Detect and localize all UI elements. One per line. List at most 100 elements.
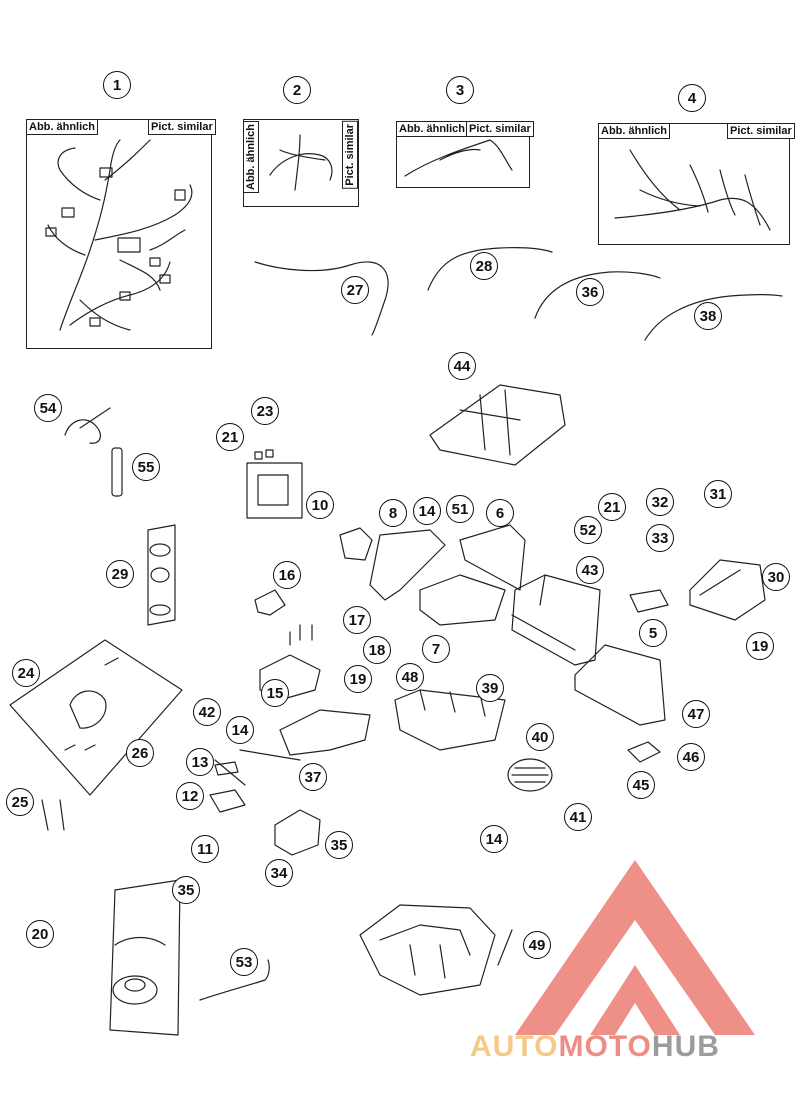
watermark-auto: AUTO xyxy=(470,1030,559,1063)
ecu-30-drawing xyxy=(689,559,766,621)
callout-21a: 21 xyxy=(216,423,244,451)
part-13-drawing xyxy=(214,761,239,776)
frame-4 xyxy=(598,123,790,245)
throttle-body-drawing xyxy=(359,904,496,996)
callout-30: 30 xyxy=(762,563,790,591)
callout-17: 17 xyxy=(343,606,371,634)
ignition-lock-drawing xyxy=(64,657,119,751)
callout-32: 32 xyxy=(646,488,674,516)
callout-39: 39 xyxy=(476,674,504,702)
callout-48: 48 xyxy=(396,663,424,691)
frame-1-label-de: Abb. ähnlich xyxy=(26,119,98,135)
callout-3: 3 xyxy=(446,76,474,104)
part-39-drawing xyxy=(394,689,506,751)
callout-25: 25 xyxy=(6,788,34,816)
callout-14a: 14 xyxy=(413,497,441,525)
part-45-drawing xyxy=(627,741,661,763)
strap-55-drawing xyxy=(111,447,123,497)
watermark-hub: HUB xyxy=(651,1030,720,1063)
cable-38-drawing xyxy=(644,293,783,341)
callout-7: 7 xyxy=(422,635,450,663)
callout-14c: 14 xyxy=(480,825,508,853)
main-wiring-harness-drawing xyxy=(45,139,193,331)
callout-18: 18 xyxy=(363,636,391,664)
bracket-44-drawing xyxy=(429,384,566,466)
callout-42: 42 xyxy=(193,698,221,726)
bracket-37-drawing xyxy=(279,709,371,756)
frame-24 xyxy=(9,639,183,796)
callout-12: 12 xyxy=(176,782,204,810)
frame-3-label-en: Pict. similar xyxy=(466,121,534,137)
part-52-drawing xyxy=(629,589,669,613)
callout-49: 49 xyxy=(523,931,551,959)
callout-35a: 35 xyxy=(325,831,353,859)
callout-47: 47 xyxy=(682,700,710,728)
bracket-8-drawing xyxy=(369,529,446,601)
frame-4-label-en: Pict. similar xyxy=(727,123,795,139)
callout-37: 37 xyxy=(299,763,327,791)
harness-4-drawing xyxy=(614,149,771,231)
callout-44: 44 xyxy=(448,352,476,380)
callout-28: 28 xyxy=(470,252,498,280)
frame-20 xyxy=(109,879,181,1036)
callout-33: 33 xyxy=(646,524,674,552)
cable-27-drawing xyxy=(254,261,389,336)
relay-10-part xyxy=(339,527,373,561)
cable-tie-54-drawing xyxy=(64,407,111,444)
callout-29: 29 xyxy=(106,560,134,588)
callout-52: 52 xyxy=(574,516,602,544)
frame-4-label-de: Abb. ähnlich xyxy=(598,123,670,139)
callout-19b: 19 xyxy=(746,632,774,660)
automotohub-logo-icon xyxy=(515,860,755,1035)
callout-21b: 21 xyxy=(598,493,626,521)
callout-24: 24 xyxy=(12,659,40,687)
callout-2: 2 xyxy=(283,76,311,104)
relay-10-box xyxy=(246,462,303,519)
frame-1-label-en: Pict. similar xyxy=(148,119,216,135)
callout-10: 10 xyxy=(306,491,334,519)
cable-28-drawing xyxy=(427,247,553,291)
harness-3-drawing xyxy=(404,139,513,177)
callout-41: 41 xyxy=(564,803,592,831)
horn-40-drawing xyxy=(507,758,553,792)
part-16-drawing xyxy=(254,589,286,616)
callout-14b: 14 xyxy=(226,716,254,744)
callout-26: 26 xyxy=(126,739,154,767)
callout-20: 20 xyxy=(26,920,54,948)
callout-4: 4 xyxy=(678,84,706,112)
frame-29 xyxy=(147,524,176,626)
callout-31: 31 xyxy=(704,480,732,508)
callout-55: 55 xyxy=(132,453,160,481)
callout-40: 40 xyxy=(526,723,554,751)
callout-19a: 19 xyxy=(344,665,372,693)
part-15-drawing xyxy=(259,654,321,701)
callout-35b: 35 xyxy=(172,876,200,904)
callout-6: 6 xyxy=(486,499,514,527)
rod-49-drawing xyxy=(497,929,513,966)
callout-54: 54 xyxy=(34,394,62,422)
callout-13: 13 xyxy=(186,748,214,776)
callout-8: 8 xyxy=(379,499,407,527)
callout-16: 16 xyxy=(273,561,301,589)
callout-27: 27 xyxy=(341,276,369,304)
callout-38: 38 xyxy=(694,302,722,330)
callout-45: 45 xyxy=(627,771,655,799)
ecu-7-drawing xyxy=(419,574,506,626)
callout-11: 11 xyxy=(191,835,219,863)
battery-holder-5-drawing xyxy=(574,644,666,726)
sensor-53-drawing xyxy=(199,959,270,1001)
callout-23: 23 xyxy=(251,397,279,425)
battery-43-drawing xyxy=(511,574,601,666)
watermark-moto: MOTO xyxy=(558,1030,652,1063)
callout-53: 53 xyxy=(230,948,258,976)
callout-5: 5 xyxy=(639,619,667,647)
part-34-drawing xyxy=(274,809,321,856)
callout-46: 46 xyxy=(677,743,705,771)
harness-2-drawing xyxy=(269,134,333,191)
callout-51: 51 xyxy=(446,495,474,523)
callout-1: 1 xyxy=(103,71,131,99)
cover-6-drawing xyxy=(459,524,526,591)
callout-43: 43 xyxy=(576,556,604,584)
